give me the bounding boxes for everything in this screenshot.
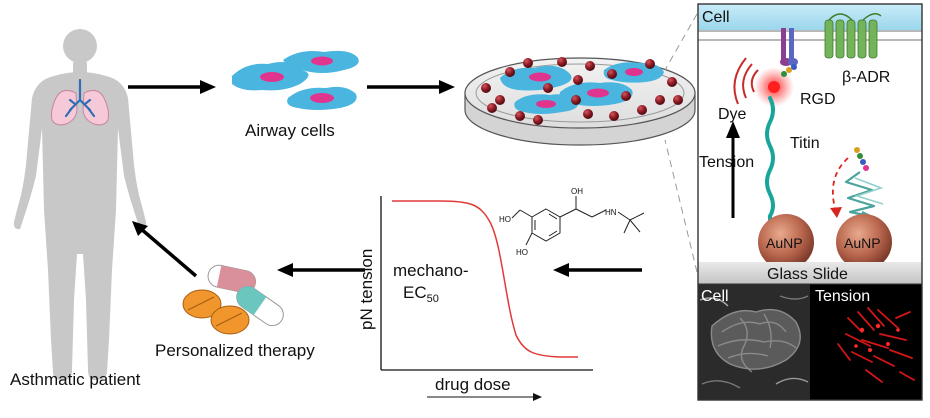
arrow-therapy-to-patient [132,221,198,278]
tension-arrowhead [726,121,740,138]
rgd-label: RGD [800,91,836,108]
tension-signal [837,307,915,383]
pills-icon [182,264,284,335]
beta-adr-receptor [824,13,882,59]
ec50-label: EC50 [403,283,439,305]
inset-frame [697,3,923,401]
micro-cell-label: Cell [701,288,729,305]
micro-tension-label: Tension [815,288,870,305]
tension-hotspots [854,323,900,352]
fluorescence-waves [733,57,759,105]
glass-slide-label: Glass Slide [767,266,848,283]
glass-slide [698,262,922,284]
mechanism-inset: Cell β-ADR RGD Dye [698,4,922,284]
lipid-bilayer [698,30,922,41]
titin-label: Titin [790,135,820,152]
aunp-left-label: AuNP [766,235,803,251]
mechano-label: mechano- [393,261,469,280]
aunp-right [836,214,892,270]
aunp-left [758,214,814,270]
fold-arrowhead [830,207,842,218]
atom-label-hn: HN [605,208,617,217]
rgd-peptide [781,64,797,77]
airway-cells [232,50,359,110]
airway-cells-label: Airway cells [245,121,335,140]
arrow-assay-to-curve [553,263,642,277]
petri-dish [464,57,696,146]
dose-direction-arrowhead [533,393,542,401]
atom-label-oh-top: OH [571,187,583,196]
aunp-right-label: AuNP [844,235,881,251]
arrow-patient-to-cells [128,80,216,94]
dye-icon [768,81,780,93]
human-silhouette [13,29,147,380]
cell-membrane [698,4,922,30]
dye-label: Dye [718,106,747,123]
patient-label: Asthmatic patient [10,370,141,389]
integrin-icon [780,28,798,66]
dose-response-curve [392,200,578,358]
arrow-curve-to-therapy [277,263,365,277]
fold-arrow [832,157,849,213]
chart-ylabel: pN tension [357,249,376,330]
chart-xlabel: drug dose [435,375,511,394]
atom-label-ho-left: HO [499,215,511,224]
arrow-cells-to-dish [367,80,455,94]
lungs-icon [51,78,109,126]
atom-label-ho-bottom: HO [516,248,528,257]
brightfield-texture [699,295,809,389]
dose-response-chart: pN tension mechano- EC50 drug dose [357,196,593,401]
beta-adr-label: β-ADR [842,69,890,86]
tension-label: Tension [699,154,754,171]
inset-cell-label: Cell [702,9,730,26]
drug-structure [511,196,645,246]
therapy-label: Personalized therapy [155,341,315,360]
zoom-lines [664,13,698,273]
titin-linker [765,96,775,234]
microscopy-panel: Cell Tension [698,284,922,400]
